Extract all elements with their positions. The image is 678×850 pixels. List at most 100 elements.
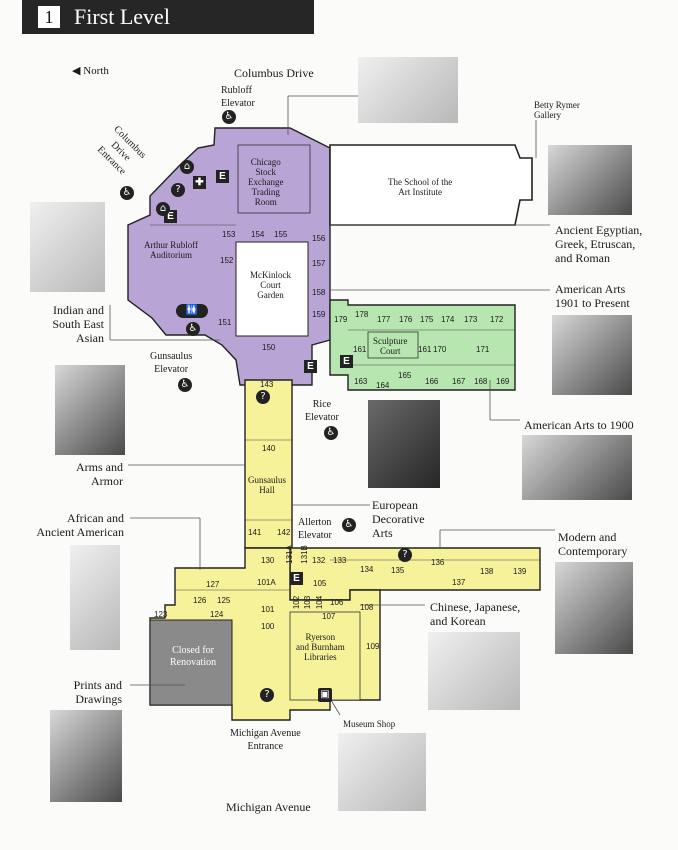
coat-check-icon: ⌂ [156, 202, 170, 216]
libraries-area [289, 611, 361, 701]
room-175: 175 [420, 315, 434, 324]
photo-museum-shop [338, 733, 426, 811]
room-139: 139 [513, 567, 527, 576]
room-124: 124 [210, 610, 224, 619]
betty-rymer-label: Betty Rymer Gallery [534, 100, 580, 120]
sculpture-court [367, 331, 419, 359]
room-163: 163 [354, 377, 368, 386]
accessible-icon: ♿ [120, 186, 134, 200]
mckinlock-label: McKinlock Court Garden [250, 270, 291, 300]
room-150: 150 [262, 343, 276, 352]
elevator-icon: E [216, 170, 229, 183]
prints-label: Prints and Drawings [73, 678, 122, 706]
room-152: 152 [220, 256, 234, 265]
closed-label: Closed for Renovation [170, 645, 217, 668]
level-number: 1 [38, 6, 60, 28]
photo-european-painting [368, 400, 440, 488]
room-102: 102 [292, 595, 302, 610]
room-154: 154 [251, 230, 265, 239]
american1900-label: American Arts to 1900 [524, 418, 634, 432]
green-wing [329, 299, 516, 391]
room-125: 125 [217, 596, 231, 605]
columbus-drive: Columbus Drive [234, 66, 314, 80]
room-138: 138 [480, 567, 494, 576]
room-100: 100 [261, 622, 275, 631]
accessible-icon: ♿ [342, 518, 356, 532]
level-header: 1 First Level [22, 0, 314, 34]
michigan-avenue: Michigan Avenue [226, 800, 311, 814]
north-arrow-icon: ◀ [72, 65, 81, 77]
room-134: 134 [360, 565, 374, 574]
info-icon: ? [171, 183, 185, 197]
room-168: 168 [474, 377, 488, 386]
room-177: 177 [377, 315, 391, 324]
accessible-icon: ♿ [186, 322, 200, 336]
room-106: 106 [330, 598, 344, 607]
room-101a: 101A [257, 578, 276, 587]
restroom-icon: 🚻 [176, 304, 208, 318]
room-161: 161 [353, 345, 367, 354]
indian-label: Indian and South East Asian [52, 303, 104, 345]
room-156: 156 [312, 234, 326, 243]
european-label: European Decorative Arts [372, 498, 425, 540]
room-151: 151 [218, 318, 232, 327]
gunsaulus-hall-label: Gunsaulus Hall [248, 475, 286, 495]
accessible-icon: ♿ [324, 426, 338, 440]
room-126: 126 [193, 596, 207, 605]
room-109: 109 [366, 642, 380, 651]
photo-mao-portrait [555, 562, 633, 654]
room-158: 158 [312, 288, 326, 297]
info-icon: ? [260, 688, 274, 702]
trading-room [237, 144, 311, 214]
room-153: 153 [222, 230, 236, 239]
room-130: 130 [261, 556, 275, 565]
room-169: 169 [496, 377, 510, 386]
room-171: 171 [476, 345, 490, 354]
room-131b: 131B [299, 545, 309, 564]
room-173: 173 [464, 315, 478, 324]
room-131a: 131A [284, 545, 294, 564]
info-icon: ? [256, 390, 270, 404]
room-179: 179 [334, 315, 348, 324]
room-140: 140 [262, 444, 276, 453]
yellow-east-wing [289, 547, 541, 601]
photo-tang-horse [428, 632, 520, 710]
room-161b: 161 [418, 345, 432, 354]
room-164: 164 [376, 381, 390, 390]
coat-check-icon: ⌂ [180, 160, 194, 174]
room-127: 127 [206, 580, 220, 589]
gift-shop-icon: ▣ [318, 688, 332, 702]
room-155: 155 [274, 230, 288, 239]
room-143: 143 [260, 380, 274, 389]
level-title: First Level [74, 4, 170, 29]
room-136: 136 [431, 558, 445, 567]
closed-area [149, 619, 233, 706]
room-166: 166 [425, 377, 439, 386]
yellow-corridor [244, 379, 293, 549]
room-141: 141 [248, 528, 262, 537]
school-label: The School of the Art Institute [388, 177, 453, 197]
rice-elevator-label: Rice Elevator [305, 399, 339, 423]
gunsaulus-elevator-label: Gunsaulus Elevator [150, 351, 193, 375]
elevator-icon: E [290, 572, 303, 585]
room-159: 159 [312, 310, 326, 319]
photo-columbus-lobby [358, 57, 458, 123]
accessible-icon: ♿ [178, 378, 192, 392]
mckinlock-garden [235, 241, 309, 337]
ancient-label: Ancient Egyptian, Greek, Etruscan, and R… [555, 223, 643, 265]
arms-label: Arms and Armor [76, 460, 123, 488]
african-label: African and Ancient American [36, 511, 124, 539]
elevator-icon: E [304, 360, 317, 373]
libraries-label: Ryerson and Burnham Libraries [296, 632, 345, 662]
photo-greek-vase [548, 145, 632, 215]
room-123: 123 [154, 610, 168, 619]
room-103: 103 [303, 595, 313, 610]
photo-american-furniture [552, 315, 632, 395]
rubloff-auditorium-label: Arthur Rubloff Auditorium [144, 240, 199, 260]
room-135: 135 [391, 566, 405, 575]
first-aid-icon: ✚ [193, 176, 206, 189]
michigan-entrance-label: Michigan Avenue Entrance [230, 728, 301, 752]
room-107: 107 [322, 612, 336, 621]
american1901-label: American Arts 1901 to Present [555, 282, 630, 310]
accessible-icon: ♿ [222, 110, 236, 124]
